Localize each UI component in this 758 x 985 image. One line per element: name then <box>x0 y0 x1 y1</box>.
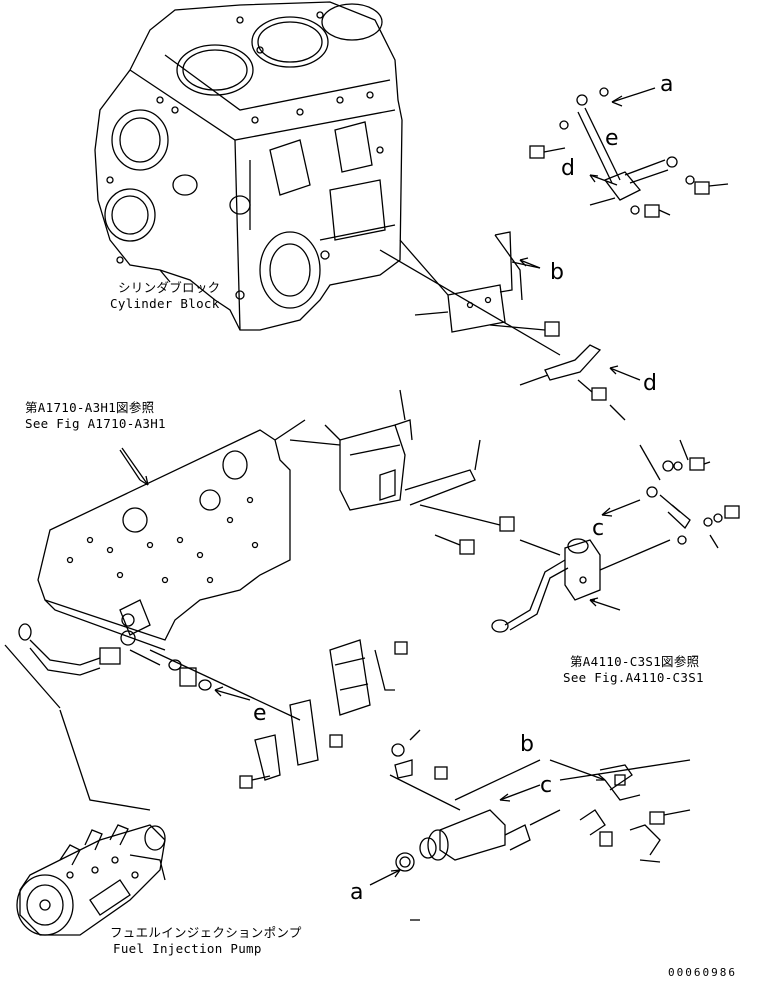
marker-a-low: a <box>350 880 364 905</box>
cylinder-block <box>94 1 403 331</box>
lower-right-brackets <box>410 759 691 921</box>
marker-b-low: b <box>520 732 534 757</box>
marker-c-right: c <box>592 516 605 541</box>
washers-and-fittings <box>149 639 448 789</box>
marker-e-low: e <box>253 701 267 726</box>
marker-c-low: c <box>540 773 553 798</box>
arrow-a-top <box>611 87 656 107</box>
marker-d-mid: d <box>643 371 657 396</box>
ref-a4110-label-en: See Fig.A4110-C3S1 <box>563 670 704 685</box>
marker-d-top: d <box>561 156 575 181</box>
ref-a4110-label-jp: 第A4110-C3S1図参照 <box>570 654 700 669</box>
fuel-pump-label-jp: フュエルインジェクションポンプ <box>110 925 302 940</box>
arrow-c-low <box>499 784 541 802</box>
ref-a1710-label-jp: 第A1710-A3H1図参照 <box>25 400 155 415</box>
fuel-injection-pump <box>16 824 166 936</box>
leader-line <box>159 269 171 283</box>
leader-line <box>59 709 151 811</box>
fuel-manifold-block <box>491 538 671 633</box>
bracket-plate-d <box>519 344 602 386</box>
upper-bolt <box>489 321 560 337</box>
arrow-b-mid <box>519 257 541 269</box>
middle-bracket <box>289 389 515 555</box>
ref-a1710-label-en: See Fig A1710-A3H1 <box>25 416 166 431</box>
fuel-hose <box>4 613 161 709</box>
arrow-c-right <box>601 499 641 517</box>
arrow-e-low <box>214 686 251 701</box>
top-right-tube-assembly <box>529 87 729 218</box>
cylinder-block-label-jp: シリンダブロック <box>118 280 221 295</box>
marker-e-top: e <box>605 126 619 151</box>
right-banjo-assembly <box>639 439 740 549</box>
arrow-d-top <box>589 174 618 186</box>
arrow-d-mid <box>609 365 641 381</box>
upper-bolt-2 <box>577 379 626 421</box>
arrow-ref-a4110 <box>589 597 621 611</box>
arrow-b-low <box>549 759 606 781</box>
arrow-ref-a1710 <box>121 447 149 486</box>
marker-b-mid: b <box>550 260 564 285</box>
solenoid-assembly <box>389 759 561 872</box>
cylinder-block-label-en: Cylinder Block <box>110 296 220 311</box>
fuel-pump-label-en: Fuel Injection Pump <box>113 941 262 956</box>
document-number: 00060986 <box>668 966 737 979</box>
front-plate <box>37 419 306 651</box>
marker-a-top: a <box>660 72 674 97</box>
arrow-a-low <box>369 869 401 886</box>
upper-bracket <box>379 231 561 356</box>
